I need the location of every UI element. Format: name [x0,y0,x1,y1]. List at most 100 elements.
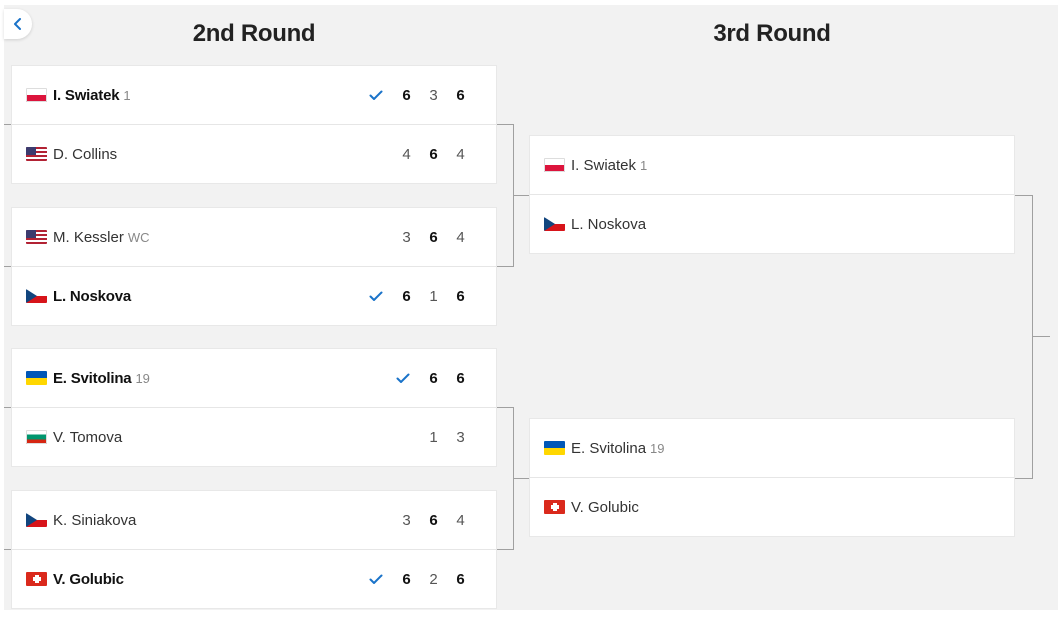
player-name: V. Tomova [53,428,123,446]
set-score: 6 [429,369,438,387]
checkmark-icon [369,572,383,586]
set-score: 6 [456,287,465,305]
player-seed: 19 [650,440,665,456]
bracket-connector [496,549,514,550]
player-seed: 1 [640,157,648,173]
set-score: 2 [429,570,438,588]
set-score: 4 [456,228,465,246]
bracket-connector [1014,195,1033,196]
row-divider [530,194,1014,195]
checkmark-icon [369,88,383,102]
round-title-3rd: 3rd Round [713,20,831,47]
row-divider [12,407,496,408]
row-divider [12,549,496,550]
poland-flag-icon [544,158,565,172]
bracket-connector [1032,336,1050,337]
player-name: D. Collins [53,145,118,163]
czech-flag-icon [544,217,565,231]
row-divider [12,124,496,125]
set-score: 6 [402,570,411,588]
player-name: E. Svitolina [571,439,647,457]
player-name: V. Golubic [53,570,124,588]
set-score: 1 [429,428,438,446]
checkmark-icon [369,289,383,303]
player-name: M. Kessler [53,228,124,246]
set-score: 6 [456,86,465,104]
player-seed: 19 [135,370,150,386]
usa-flag-icon [26,230,47,244]
player-row[interactable]: L. Noskova [530,195,1014,253]
bracket-connector [496,407,514,408]
player-name: E. Svitolina [53,369,132,387]
set-score: 3 [429,86,438,104]
bracket-connector [496,124,514,125]
bracket-connector [1032,195,1033,479]
player-name: L. Noskova [571,215,647,233]
ukraine-flag-icon [26,371,47,385]
bracket-connector [4,124,12,125]
ukraine-flag-icon [544,441,565,455]
player-name: K. Siniakova [53,511,137,529]
switzerland-flag-icon [544,500,565,514]
player-name: L. Noskova [53,287,132,305]
poland-flag-icon [26,88,47,102]
set-score: 3 [402,511,411,529]
bracket-connector [496,266,514,267]
set-score: 3 [402,228,411,246]
bracket-connector [1014,478,1033,479]
player-name: I. Swiatek [53,86,120,104]
set-score: 6 [402,86,411,104]
player-name: V. Golubic [571,498,639,516]
set-score: 6 [429,145,438,163]
back-button[interactable] [4,9,32,39]
czech-flag-icon [26,513,47,527]
row-divider [12,266,496,267]
set-score: 4 [402,145,411,163]
checkmark-icon [396,371,410,385]
row-divider [530,477,1014,478]
usa-flag-icon [26,147,47,161]
czech-flag-icon [26,289,47,303]
player-row[interactable]: V. Golubic [530,478,1014,536]
set-score: 6 [456,570,465,588]
bracket-connector [4,266,12,267]
bulgaria-flag-icon [26,430,47,444]
bracket-connector [4,549,12,550]
set-score: 3 [456,428,465,446]
set-score: 6 [402,287,411,305]
bracket-connector [513,478,530,479]
player-seed: WC [127,229,150,245]
set-score: 6 [456,369,465,387]
set-score: 1 [429,287,438,305]
player-name: I. Swiatek [571,156,637,174]
set-score: 6 [429,228,438,246]
set-score: 6 [429,511,438,529]
switzerland-flag-icon [26,572,47,586]
bracket-connector [4,407,12,408]
chevron-left-icon [14,18,21,30]
